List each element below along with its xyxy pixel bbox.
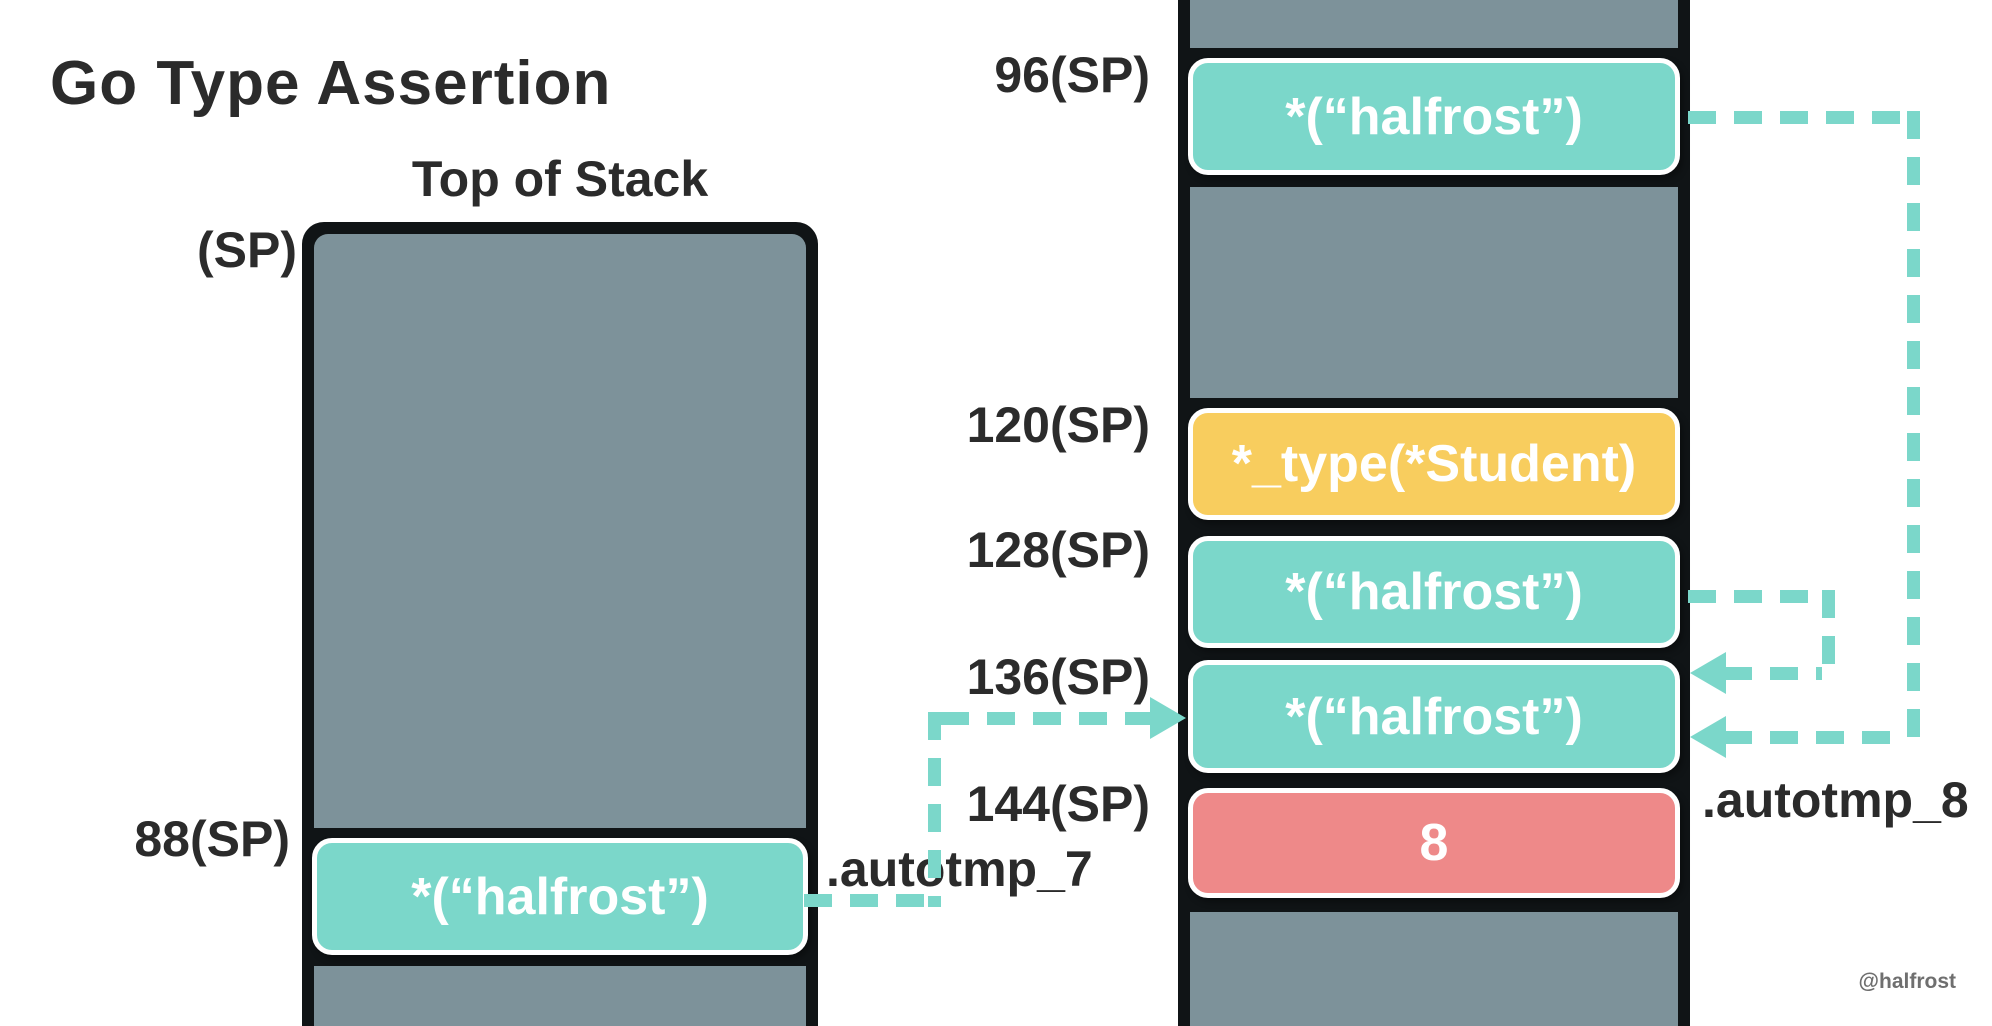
dashed-line-segment [1907,111,1920,744]
dashed-line-segment [941,712,1150,725]
watermark: @halfrost [1858,970,1956,993]
autotmp7-label: .autotmp_7 [826,841,1093,897]
offset-label-96sp: 96(SP) [994,47,1150,103]
dashed-line-segment [1724,667,1822,680]
memory-cell-empty [314,234,806,828]
offset-label-128sp: 128(SP) [966,522,1150,578]
dashed-line-segment [804,894,941,907]
offset-label-120sp: 120(SP) [966,397,1150,453]
memory-cell-empty [1190,187,1678,398]
arrowhead-left-icon [1690,716,1726,758]
top-of-stack-caption: Top of Stack [411,151,709,207]
dashed-line-segment [928,712,941,907]
page-title: Go Type Assertion [50,49,612,118]
dashed-line-segment [1688,590,1822,603]
value-box-128sp-label: *(“halfrost”) [1285,563,1583,621]
value-box-88sp: *(“halfrost”) [312,838,808,955]
value-box-144sp: 8 [1188,788,1680,898]
value-box-96sp: *(“halfrost”) [1188,58,1680,175]
value-box-128sp: *(“halfrost”) [1188,536,1680,648]
value-box-144sp-label: 8 [1419,814,1449,872]
memory-cell-empty [1190,0,1678,48]
value-box-136sp: *(“halfrost”) [1188,660,1680,773]
offset-label-88sp: 88(SP) [134,811,290,867]
memory-cell-empty [314,966,806,1026]
dashed-line-segment [1822,590,1835,680]
right-stack-frame: *(“halfrost”) *_type(*Student) *(“halfro… [1178,0,1690,1026]
arrowhead-right-icon [1150,697,1186,739]
value-box-136sp-label: *(“halfrost”) [1285,687,1583,746]
value-box-96sp-label: *(“halfrost”) [1285,87,1583,146]
offset-label-136sp: 136(SP) [966,649,1150,705]
offset-label-144sp: 144(SP) [966,776,1150,832]
offset-label-sp: (SP) [197,222,297,278]
value-box-120sp-label: *_type(*Student) [1231,435,1637,493]
left-stack-frame: *(“halfrost”) [302,222,818,1026]
dashed-line-segment [1724,731,1907,744]
value-box-88sp-label: *(“halfrost”) [411,867,709,926]
value-box-120sp: *_type(*Student) [1188,408,1680,520]
autotmp8-label: .autotmp_8 [1702,772,1969,828]
memory-cell-empty [1190,912,1678,1026]
dashed-line-segment [1688,111,1907,124]
arrowhead-left-icon [1690,652,1726,694]
